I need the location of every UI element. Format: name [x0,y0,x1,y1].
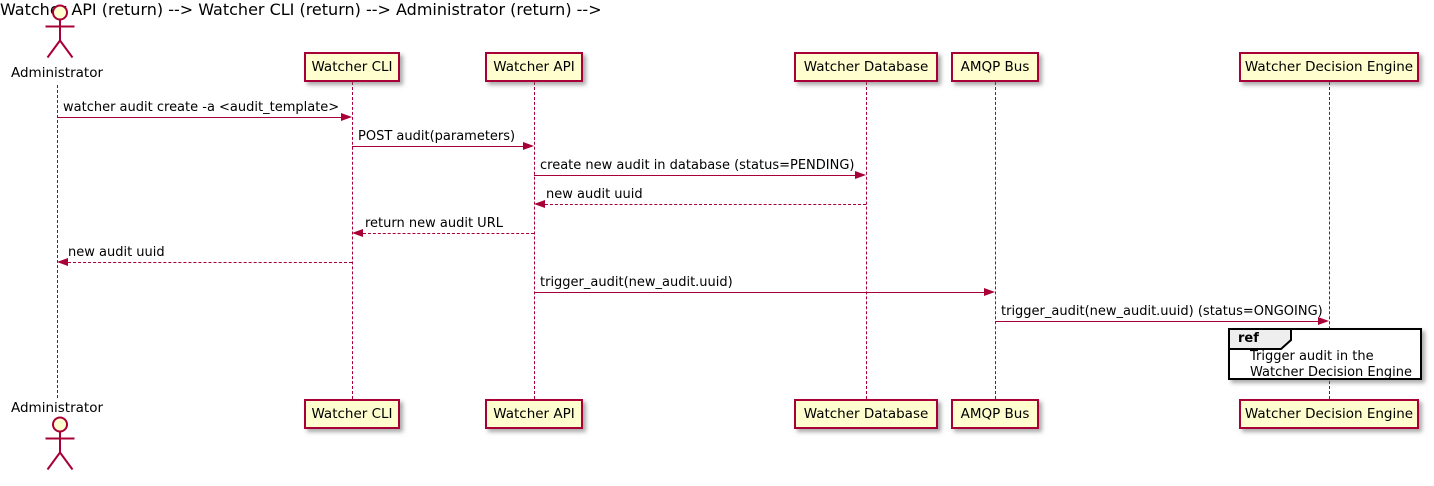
participant-watcher-decision-engine: Watcher Decision Engine [1239,52,1419,82]
participant-amqp-bus: AMQP Bus [951,52,1039,82]
participant-watcher-cli-bottom: Watcher CLI [304,399,400,429]
participant-watcher-api-bottom: Watcher API [485,399,583,429]
arrowhead-icon [352,229,363,237]
arrowhead-icon [534,200,545,208]
participant-watcher-cli: Watcher CLI [304,52,400,82]
actor-icon [45,4,75,59]
message-arrow [534,292,985,293]
lifeline-watcher-database [866,82,867,399]
arrowhead-icon [523,142,534,150]
message-label: POST audit(parameters) [358,129,516,144]
message-label: trigger_audit(new_audit.uuid) (status=ON… [1001,304,1323,319]
message-label: watcher audit create -a <audit_template> [63,100,340,115]
arrowhead-icon [855,171,866,179]
message-arrow [545,204,866,205]
lifeline-watcher-cli [352,82,353,399]
ref-fragment: ref Trigger audit in the Watcher Decisio… [1228,328,1422,380]
participant-watcher-decision-engine-bottom: Watcher Decision Engine [1239,399,1419,429]
arrowhead-icon [57,258,68,266]
message-label: new audit uuid [546,187,643,202]
message-arrow [534,175,856,176]
lifeline-watcher-api [534,82,535,399]
ref-tab-shape [1228,328,1292,350]
lifeline-amqp-bus [995,82,996,399]
message-arrow [995,321,1319,322]
participant-watcher-database: Watcher Database [794,52,938,82]
arrowhead-icon [1318,317,1329,325]
actor-icon-bottom [45,416,75,471]
participant-amqp-bus-bottom: AMQP Bus [951,399,1039,429]
ref-keyword: ref [1238,331,1259,346]
participant-watcher-api: Watcher API [485,52,583,82]
message-arrow [352,146,524,147]
message-arrow [363,233,534,234]
message-arrow [68,262,352,263]
ref-text: Trigger audit in the Watcher Decision En… [1250,349,1412,381]
actor-label-bottom: Administrator [10,400,104,416]
ref-text-line: Trigger audit in the [1250,349,1374,364]
arrowhead-icon [984,288,995,296]
message-label: return new audit URL [365,216,503,231]
ref-text-line: Watcher Decision Engine [1250,365,1412,380]
message-label: create new audit in database (status=PEN… [540,158,855,173]
lifeline-watcher-decision-engine [1329,82,1330,399]
message-arrow [57,117,342,118]
message-label: trigger_audit(new_audit.uuid) [540,275,733,290]
actor-label-top: Administrator [10,65,104,81]
arrowhead-icon [341,113,352,121]
participant-watcher-database-bottom: Watcher Database [794,399,938,429]
lifeline-administrator [57,85,58,398]
message-label: new audit uuid [68,245,165,260]
